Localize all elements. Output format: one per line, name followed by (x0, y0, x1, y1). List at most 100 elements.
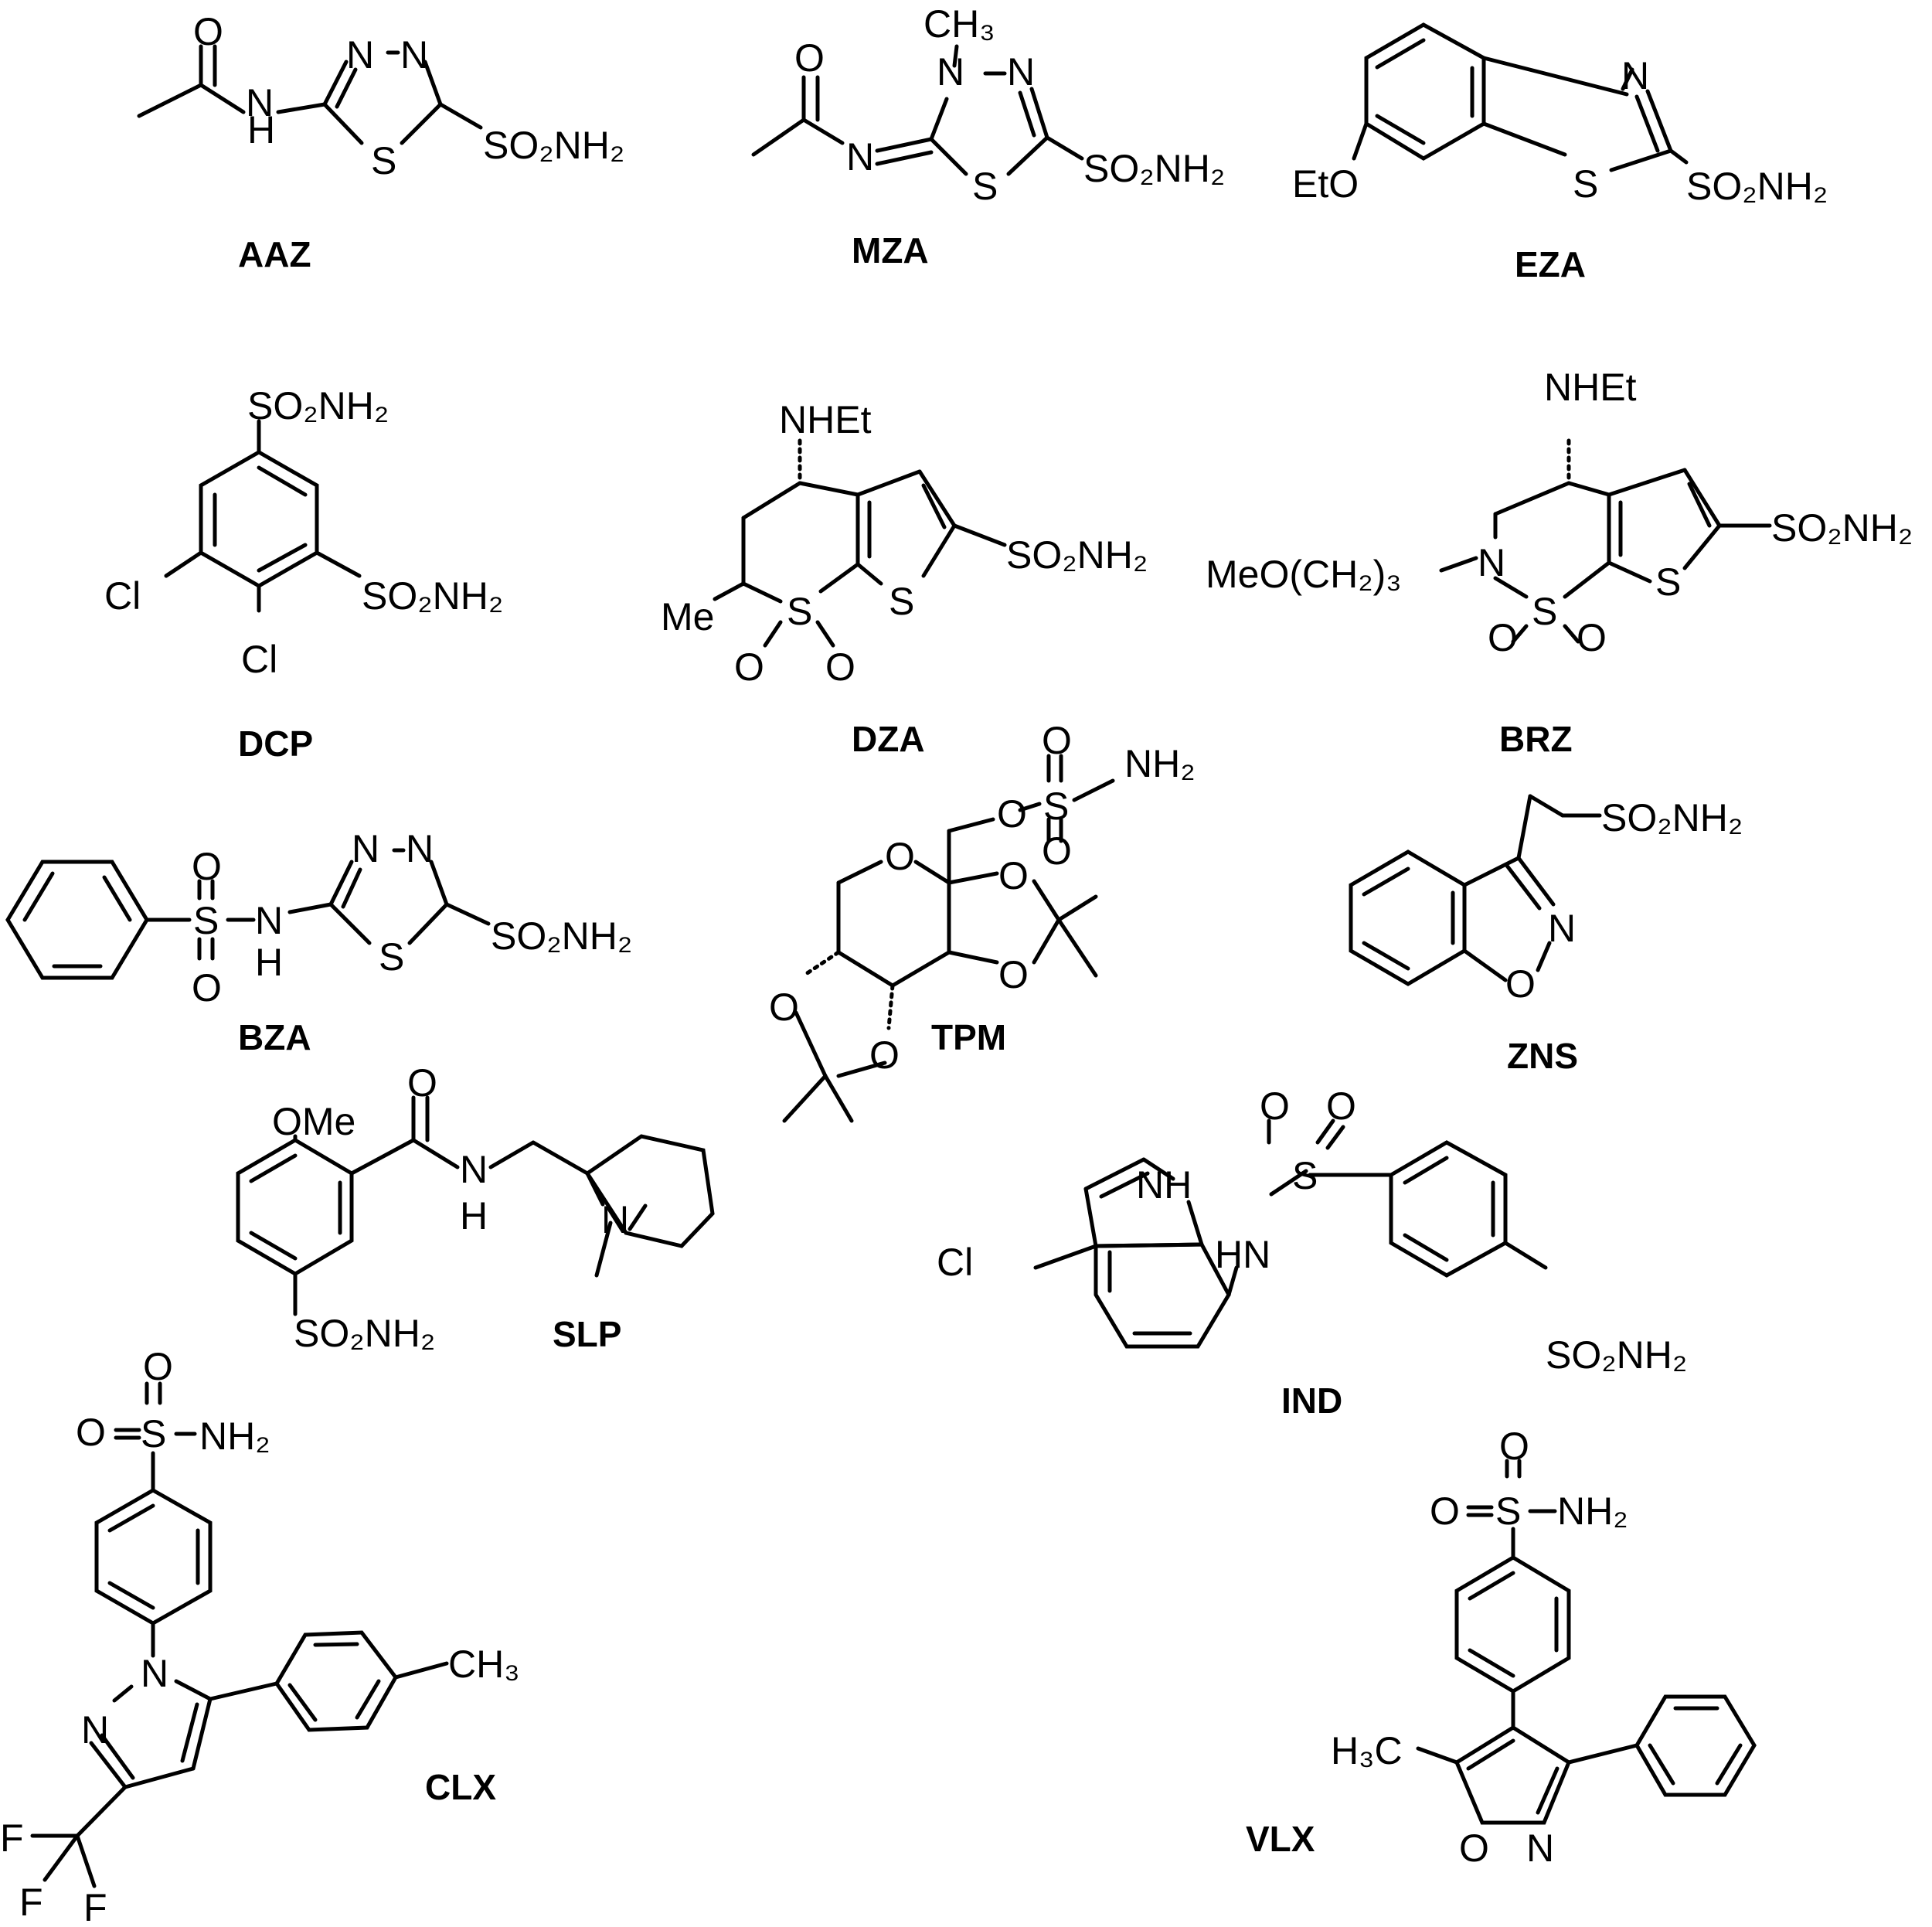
atom-tpm-o-dioxolane-4: O (869, 1033, 900, 1077)
atom-dza-s-thiophene: S (889, 580, 914, 623)
atom-mza-s: S (972, 165, 998, 208)
label-dza: DZA (852, 719, 925, 759)
atom-ind-o-left: O (1260, 1084, 1290, 1128)
atom-tpm-o-dioxolane-3: O (769, 986, 799, 1029)
atom-ind-o-right: O (1326, 1084, 1356, 1128)
atom-slp-nh: N (460, 1148, 488, 1191)
atom-slp-h: H (460, 1194, 488, 1238)
atom-bza-h: H (255, 941, 283, 984)
atom-dcp-so2nh2-right: SO₂NH₂ (362, 574, 503, 618)
atom-brz-n: N (1478, 541, 1505, 584)
atom-vlx-o-left: O (1430, 1490, 1460, 1533)
atom-brz-so2nh2: SO₂NH₂ (1771, 506, 1913, 550)
atom-tpm-o-linker: O (997, 792, 1027, 836)
atom-eza-n: N (1621, 54, 1649, 97)
label-zns: ZNS (1507, 1036, 1578, 1076)
atom-vlx-nh2: NH₂ (1557, 1490, 1628, 1533)
structure-vlx: O O S NH₂ H₃C O N VLX (1246, 1425, 1757, 1870)
atom-dza-s-sulfone: S (787, 590, 812, 633)
atom-tpm-o-sulfonyl-top: O (1042, 719, 1072, 762)
atom-tpm-o-ring: O (885, 835, 915, 878)
label-slp: SLP (553, 1314, 621, 1354)
atom-brz-s-sulfone: S (1532, 590, 1557, 633)
atom-slp-so2nh2: SO₂NH₂ (294, 1312, 435, 1355)
structure-clx: O O S NH₂ CH₃ N N F F F CLX (0, 1345, 520, 1927)
atom-clx-s: S (141, 1412, 166, 1455)
atom-bza-s-sulfonyl: S (193, 899, 219, 942)
atom-dza-so2nh2: SO₂NH₂ (1006, 533, 1148, 577)
atom-ind-hn: HN (1215, 1233, 1270, 1276)
label-clx: CLX (425, 1767, 496, 1807)
atom-bza-o-top: O (192, 845, 222, 888)
atom-dcp-so2nh2-top: SO₂NH₂ (247, 384, 389, 427)
structure-slp: OMe O N H N SO₂NH₂ SLP (236, 1061, 715, 1355)
atom-clx-o-left: O (76, 1411, 106, 1454)
atom-clx-ch3: CH₃ (448, 1643, 520, 1686)
atom-clx-nh2: NH₂ (199, 1415, 270, 1458)
atom-slp-n-pyrrolidine: N (601, 1198, 629, 1241)
atom-mza-ch3: CH₃ (923, 2, 995, 46)
label-ind: IND (1281, 1381, 1342, 1421)
structure-brz: NHEt SO₂NH₂ MeO(CH₂)₃ N S S O O BRZ (1206, 366, 1913, 759)
atom-eza-eto: EtO (1292, 162, 1359, 206)
atom-dcp-cl-bottom: Cl (241, 638, 277, 681)
atom-zns-so2nh2: SO₂NH₂ (1601, 796, 1743, 839)
atom-bza-so2nh2: SO₂NH₂ (491, 914, 632, 958)
atom-dcp-cl-left: Cl (104, 574, 141, 618)
atom-mza-n-imine: N (846, 135, 874, 179)
atom-vlx-o-ring: O (1459, 1827, 1489, 1870)
atom-dza-me: Me (661, 595, 714, 638)
label-eza: EZA (1515, 244, 1586, 284)
atom-mza-n4: N (1007, 50, 1035, 94)
structure-aaz: O H N N N S SO₂NH₂ AAZ (137, 10, 624, 274)
atom-tpm-o-dioxolane-2: O (998, 953, 1029, 996)
label-tpm: TPM (931, 1017, 1006, 1057)
atom-clx-n2: N (81, 1708, 109, 1752)
structure-zns: SO₂NH₂ N O ZNS (1349, 794, 1743, 1076)
atom-vlx-o-top: O (1499, 1425, 1529, 1468)
structure-bza: O O S N H N N S SO₂NH₂ BZA (5, 827, 632, 1057)
atom-brz-nhet: NHEt (1544, 366, 1637, 409)
atom-eza-s: S (1573, 162, 1598, 206)
atom-clx-f3: F (83, 1886, 107, 1927)
atom-brz-methoxypropyl: MeO(CH₂)₃ (1206, 553, 1402, 596)
atom-ind-so2nh2: SO₂NH₂ (1546, 1333, 1687, 1377)
atom-aaz-so2nh2: SO₂NH₂ (483, 124, 624, 167)
atom-brz-s-thiophene: S (1655, 560, 1681, 604)
atom-aaz-nh: N (246, 81, 274, 124)
atom-dza-nhet: NHEt (779, 398, 872, 441)
atom-bza-n1: N (352, 827, 379, 870)
structure-mza: CH₃ N N O N S SO₂NH₂ MZA (751, 2, 1225, 271)
atom-slp-o: O (407, 1061, 437, 1105)
label-bza: BZA (238, 1017, 311, 1057)
structure-eza: N EtO S SO₂NH₂ EZA (1292, 22, 1828, 284)
atom-tpm-o-dioxolane-1: O (998, 854, 1029, 897)
atom-vlx-n-ring: N (1526, 1827, 1554, 1870)
atom-clx-o-top: O (143, 1345, 173, 1388)
label-vlx: VLX (1246, 1819, 1315, 1859)
atom-ind-s: S (1292, 1154, 1318, 1197)
atom-brz-o1: O (1488, 616, 1518, 659)
structure-tpm: O NH₂ O S O O O O O O TPM (769, 719, 1196, 1123)
atom-vlx-s: S (1495, 1490, 1521, 1533)
atom-tpm-nh2: NH₂ (1124, 742, 1196, 785)
atom-clx-f2: F (19, 1881, 43, 1924)
atom-bza-o-bottom: O (192, 966, 222, 1009)
atom-aaz-n1: N (346, 33, 374, 77)
atom-bza-nh: N (255, 899, 283, 942)
atom-slp-ome: OMe (272, 1100, 355, 1143)
atom-mza-so2nh2: SO₂NH₂ (1083, 147, 1225, 190)
atom-ind-nh-indole: NH (1136, 1163, 1192, 1207)
atom-aaz-s: S (371, 139, 396, 182)
atom-tpm-o-sulfonyl-bottom: O (1042, 829, 1072, 873)
atom-aaz-o: O (193, 10, 223, 53)
atom-bza-n2: N (406, 827, 434, 870)
label-dcp: DCP (238, 723, 313, 764)
atom-mza-o: O (794, 36, 825, 80)
atom-tpm-s: S (1043, 785, 1069, 828)
structure-dcp: SO₂NH₂ SO₂NH₂ Cl Cl DCP (104, 384, 503, 764)
atom-ind-cl: Cl (937, 1241, 973, 1284)
label-mza: MZA (852, 230, 929, 271)
label-aaz: AAZ (238, 234, 311, 274)
